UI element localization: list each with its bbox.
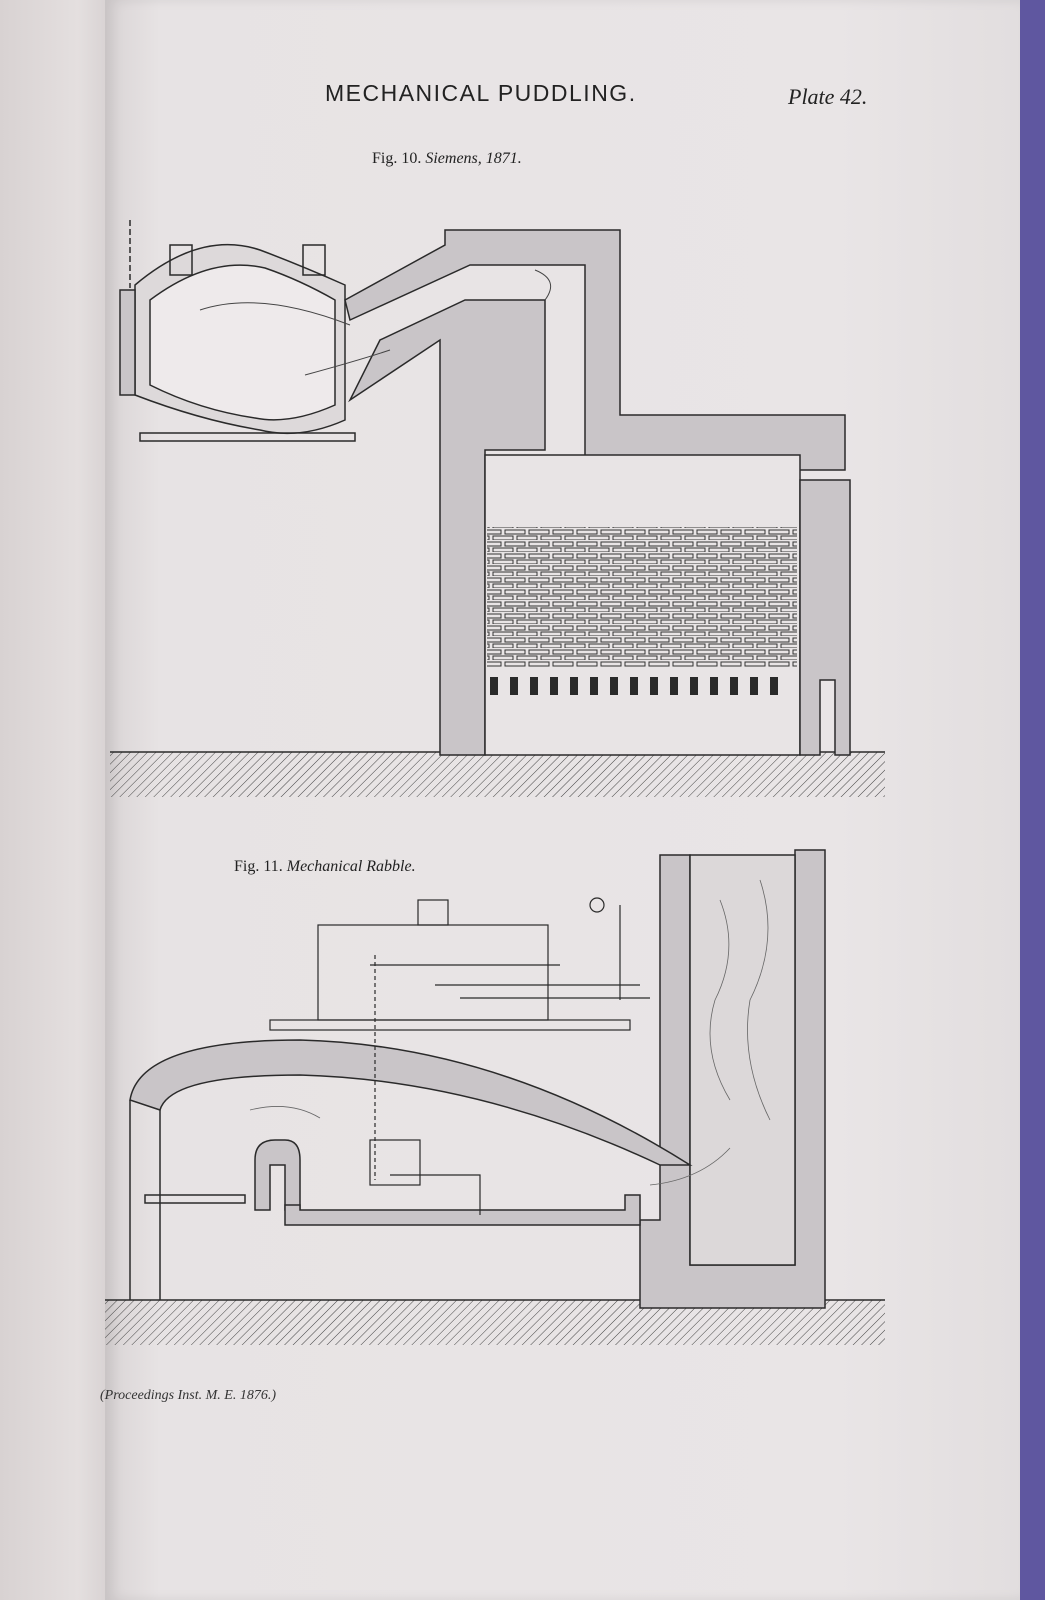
flame-arrow (249, 1106, 321, 1119)
fig10-year: 1871. (485, 150, 522, 167)
fig10-subject: Siemens, (425, 150, 482, 167)
ground-hatching (110, 752, 885, 797)
furnace-arch (129, 1039, 693, 1166)
checker-brickwork (487, 527, 797, 667)
fig11-subject: Mechanical Rabble. (286, 858, 416, 875)
fig11-caption: Fig. 11. Mechanical Rabble. (234, 858, 416, 876)
plate-title: MECHANICAL PUDDLING. (325, 80, 637, 106)
credit-line: (Proceedings Inst. M. E. 1876.) (100, 1388, 276, 1403)
fig11-label: Fig. 11. (234, 858, 283, 875)
flame-arrow (649, 1147, 731, 1186)
plate-number: Plate 42. (788, 84, 868, 109)
fig10-siemens-furnace (110, 220, 885, 797)
fig10-label: Fig. 10. (372, 150, 422, 167)
fig10-caption: Fig. 10. Siemens, 1871. (372, 150, 522, 168)
fig11-mechanical-rabble (105, 849, 885, 1345)
flame-arrow (199, 302, 351, 326)
